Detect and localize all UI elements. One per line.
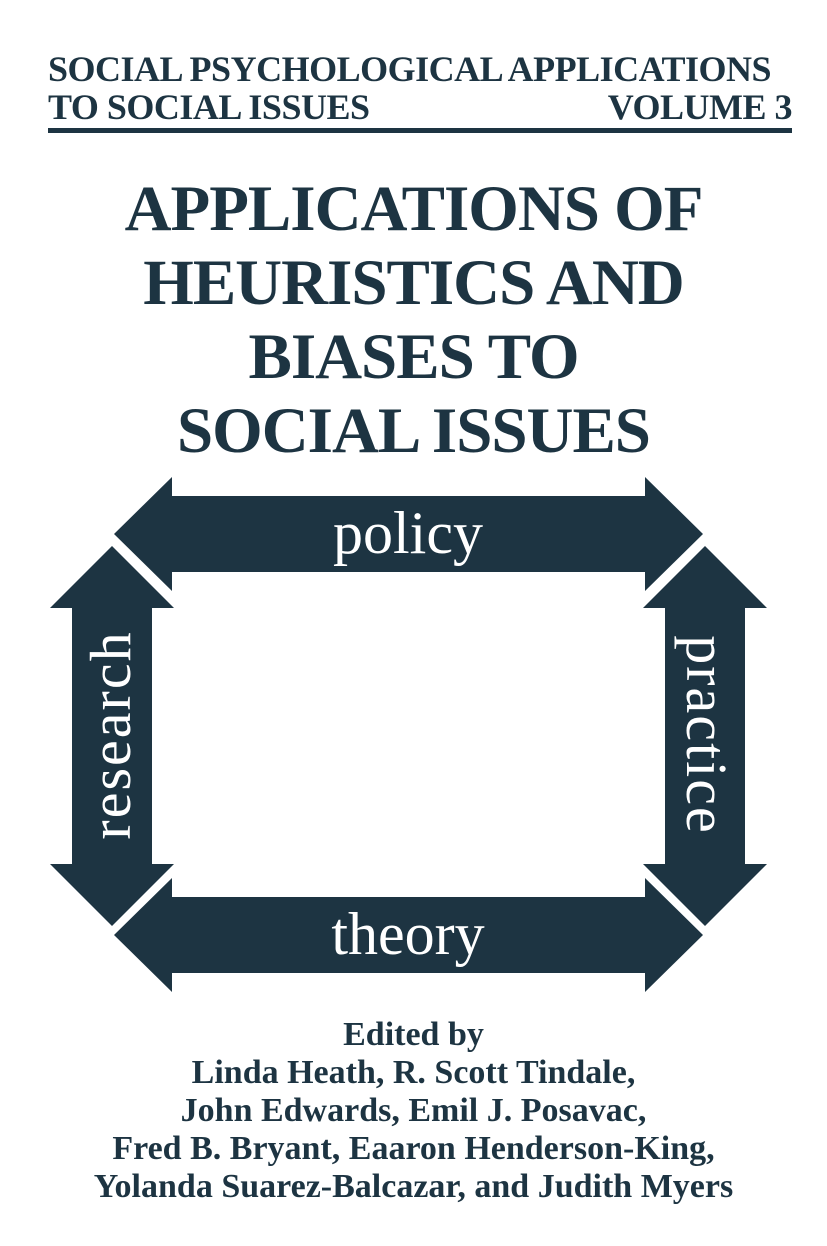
title-line: APPLICATIONS OF [124, 173, 704, 245]
research-label: research [78, 630, 143, 839]
editor-names-line: John Edwards, Emil J. Posavac, [180, 1092, 647, 1129]
series-title-line2-text: TO SOCIAL ISSUES [48, 87, 370, 127]
theory-label: theory [331, 901, 484, 967]
policy-label: policy [333, 500, 483, 566]
series-title-line2: TO SOCIAL ISSUES VOLUME 3 [48, 87, 793, 127]
series-title-line1: SOCIAL PSYCHOLOGICAL APPLICATIONS [48, 49, 772, 89]
practice-label: practice [674, 635, 739, 835]
cycle-diagram: policy theory research practice [50, 477, 767, 992]
title-line: SOCIAL ISSUES [177, 395, 651, 467]
edited-by-label: Edited by [343, 1016, 484, 1053]
editor-names-line: Yolanda Suarez-Balcazar, and Judith Myer… [93, 1168, 734, 1205]
volume-label: VOLUME 3 [607, 87, 793, 127]
practice-arrow [643, 546, 767, 926]
title-line: BIASES TO [248, 321, 579, 393]
editor-names-line: Fred B. Bryant, Eaaron Henderson-King, [112, 1130, 715, 1167]
policy-arrow [114, 477, 703, 591]
header-rule [48, 128, 792, 133]
theory-arrow [114, 878, 703, 992]
editor-names-line: Linda Heath, R. Scott Tindale, [191, 1054, 636, 1091]
title-line: HEURISTICS AND [143, 247, 684, 319]
editors-block: Edited by Linda Heath, R. Scott Tindale,… [0, 1016, 827, 1206]
research-arrow [50, 546, 174, 926]
book-title: APPLICATIONS OF HEURISTICS AND BIASES TO… [0, 172, 827, 468]
series-header: SOCIAL PSYCHOLOGICAL APPLICATIONS TO SOC… [48, 49, 793, 127]
